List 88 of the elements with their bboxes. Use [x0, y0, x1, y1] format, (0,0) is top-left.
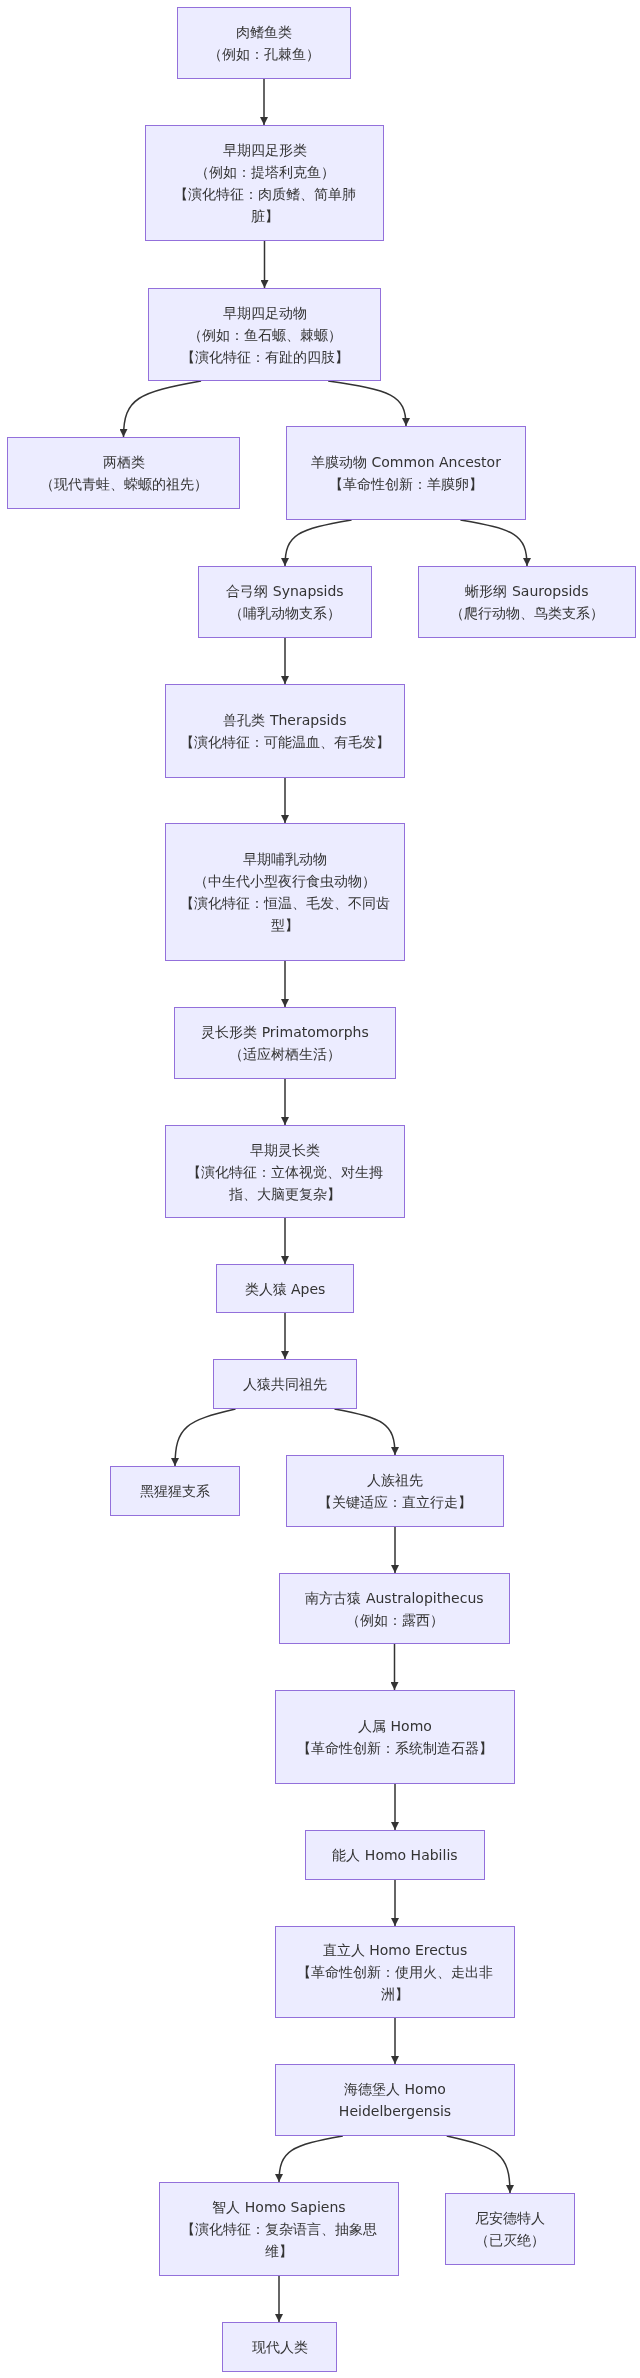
- box-text: 人属 Homo: [358, 1717, 432, 1736]
- process-box: [145, 125, 384, 241]
- process-box: [213, 1359, 357, 1409]
- process-box: [110, 1466, 240, 1516]
- box-text: 【演化特征：有趾的四肢】: [180, 347, 349, 367]
- box-text: 【演化特征：立体视觉、对生拇指、大脑更复杂】: [186, 1162, 384, 1204]
- box-text: 早期哺乳动物: [243, 850, 327, 869]
- box-text: 人猿共同祖先: [243, 1375, 327, 1394]
- box-text: 【演化特征：肉质鳍、简单肺脏】: [172, 185, 357, 226]
- arrow: [281, 1217, 289, 1265]
- arrow: [391, 1879, 399, 1927]
- box-text: 【革命性创新：系统制造石器】: [297, 1739, 493, 1758]
- process-box: [275, 2064, 515, 2136]
- arrow: [275, 2275, 283, 2323]
- process-box: [177, 7, 351, 79]
- arrow: [390, 1643, 399, 1691]
- arrow: [171, 1408, 237, 1467]
- arrow: [459, 519, 531, 567]
- box-text: 早期灵长类: [250, 1140, 320, 1160]
- box-text: 早期四足形类: [222, 141, 307, 160]
- arrow: [119, 380, 202, 438]
- box-text: 现代人类: [251, 2338, 308, 2357]
- process-box: [445, 2193, 575, 2265]
- arrow: [281, 960, 289, 1008]
- process-box: [7, 437, 240, 509]
- process-box: [279, 1573, 510, 1644]
- process-box: [198, 566, 372, 638]
- box-text: 南方古猿 Australopithecus: [305, 1588, 484, 1608]
- box-text: 【革命性创新：羊膜卵】: [329, 475, 483, 494]
- arrow: [281, 777, 289, 824]
- arrow: [281, 1078, 289, 1126]
- arrow: [391, 2017, 399, 2065]
- box-text: （哺乳动物支系）: [229, 604, 341, 623]
- box-text: 黑猩猩支系: [140, 1482, 210, 1501]
- box-text: 【演化特征：复杂语言、抽象思维】: [180, 2220, 378, 2261]
- process-box: [159, 2182, 399, 2276]
- process-box: [148, 288, 381, 381]
- arrow: [281, 1312, 289, 1360]
- process-box: [165, 823, 405, 961]
- box-text: 早期四足动物: [222, 303, 307, 323]
- box-text: （爬行动物、鸟类支系）: [450, 604, 604, 623]
- process-box: [275, 1926, 515, 2018]
- box-text: 能人 Homo Habilis: [332, 1846, 458, 1865]
- process-box: [222, 2322, 337, 2372]
- box-text: 肉鳍鱼类: [236, 23, 292, 42]
- box-text: 【演化特征：可能温血、有毛发】: [180, 733, 390, 752]
- box-text: 兽孔类 Therapsids: [223, 711, 347, 730]
- process-box: [165, 1125, 405, 1218]
- arrow: [281, 519, 353, 567]
- box-text: 【演化特征：恒温、毛发、不同齿型】: [180, 894, 390, 935]
- process-box: [174, 1007, 396, 1079]
- arrow: [391, 1783, 399, 1831]
- arrow: [391, 1526, 399, 1574]
- box-text: 直立人 Homo Erectus: [322, 1941, 468, 1960]
- box-text: （现代青蛙、蝾螈的祖先）: [39, 475, 208, 494]
- box-text: （中生代小型夜行食虫动物）: [194, 872, 376, 891]
- box-text: （例如：露西）: [345, 1610, 444, 1630]
- box-text: 合弓纲 Synapsids: [226, 582, 344, 601]
- box-text: 尼安德特人: [475, 2209, 545, 2228]
- process-box: [418, 566, 636, 638]
- box-text: 灵长形类 Primatomorphs: [201, 1023, 369, 1042]
- process-box: [286, 426, 526, 520]
- box-text: 【关键适应：直立行走】: [318, 1493, 472, 1512]
- arrow: [333, 1408, 399, 1456]
- box-text: （例如：孔棘鱼）: [208, 45, 320, 64]
- process-box: [286, 1455, 504, 1527]
- box-text: 人族祖先: [367, 1471, 423, 1490]
- arrow: [260, 240, 269, 289]
- arrow: [281, 637, 289, 685]
- process-box: [165, 684, 405, 778]
- box-text: 类人猿 Apes: [244, 1279, 326, 1299]
- box-text: 智人 Homo Sapiens: [212, 2198, 346, 2217]
- box-text: （例如：提塔利克鱼）: [194, 163, 335, 182]
- box-text: 海德堡人 Homo Heidelbergensis: [337, 2080, 453, 2121]
- process-box: [216, 1264, 354, 1313]
- process-box: [305, 1830, 485, 1880]
- box-text: （适应树栖生活）: [229, 1045, 341, 1064]
- box-text: 【革命性创新：使用火、走出非洲】: [296, 1963, 494, 2004]
- box-text: （已灭绝）: [475, 2231, 545, 2250]
- box-text: 两栖类: [102, 453, 145, 472]
- arrow: [446, 2135, 514, 2194]
- box-text: 蜥形纲 Sauropsids: [465, 582, 589, 601]
- box-text: 羊膜动物 Common Ancestor: [311, 453, 501, 472]
- box-text: （例如：鱼石螈、棘螈）: [187, 325, 342, 345]
- arrow: [275, 2135, 344, 2183]
- arrow: [327, 380, 410, 427]
- process-box: [275, 1690, 515, 1784]
- arrow: [260, 78, 268, 126]
